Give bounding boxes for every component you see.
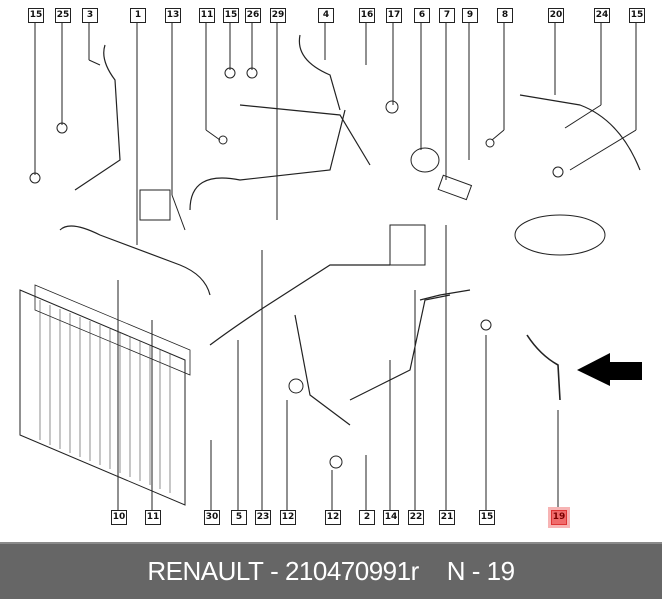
hose-3 [74,44,121,191]
callout-15[interactable]: 15 [28,8,44,23]
leader-lines [34,20,637,510]
callout-5[interactable]: 5 [231,510,247,525]
callout-29[interactable]: 29 [270,8,286,23]
callout-21[interactable]: 21 [439,510,455,525]
callout-17[interactable]: 17 [386,8,402,23]
callout-22[interactable]: 22 [408,510,424,525]
clamp-12 [288,378,304,394]
callout-15[interactable]: 15 [479,510,495,525]
callout-4[interactable]: 4 [318,8,334,23]
callout-13[interactable]: 13 [165,8,181,23]
callout-2[interactable]: 2 [359,510,375,525]
callout-10[interactable]: 10 [111,510,127,525]
bolt-8 [485,138,495,148]
callout-11[interactable]: 11 [199,8,215,23]
separator: - [263,556,285,586]
hoses [59,34,641,426]
callout-9[interactable]: 9 [462,8,478,23]
callout-12[interactable]: 12 [325,510,341,525]
callout-15[interactable]: 15 [629,8,645,23]
clamp-15a [29,172,41,184]
clamp-12b [329,455,343,469]
callout-8[interactable]: 8 [497,8,513,23]
hose-5 [209,264,390,346]
expansion-tank [514,214,606,256]
position-label: N - 19 [446,556,515,586]
left-arrow-icon [577,353,642,386]
callout-23[interactable]: 23 [255,510,271,525]
clamp-15d [480,319,492,331]
hose-11 [239,104,371,166]
callout-12[interactable]: 12 [280,510,296,525]
water-pump [410,147,440,173]
callout-26[interactable]: 26 [245,8,261,23]
hose-19-highlighted [526,334,561,401]
callout-14[interactable]: 14 [383,510,399,525]
part-caption-bar: RENAULT - 210470991r N - 19 [0,542,662,599]
brand-name: RENAULT [147,556,264,586]
callout-6[interactable]: 6 [414,8,430,23]
hose-13 [189,109,346,211]
callout-3[interactable]: 3 [82,8,98,23]
callout-30[interactable]: 30 [204,510,220,525]
callout-15[interactable]: 15 [223,8,239,23]
hose-2 [349,294,451,401]
clamp-11 [218,135,228,145]
hose-1 [59,225,211,296]
callout-24[interactable]: 24 [594,8,610,23]
hose-20 [519,94,641,171]
hose-21 [419,289,471,301]
callout-16[interactable]: 16 [359,8,375,23]
clamp-25 [56,122,68,134]
clamp-17 [385,100,399,114]
bracket-7 [437,174,473,201]
clamp-26 [246,67,258,79]
exploded-parts-diagram [19,20,642,510]
callout-20[interactable]: 20 [548,8,564,23]
valve-block-13 [139,189,171,221]
callout-11[interactable]: 11 [145,510,161,525]
hose-4 [298,34,341,111]
radiator-illustration [19,284,191,506]
callout-19-highlighted[interactable]: 19 [551,510,567,525]
callout-1[interactable]: 1 [130,8,146,23]
clamp-15c [552,166,564,178]
part-number: 210470991r [284,556,419,586]
bracket-22 [389,224,426,266]
callout-25[interactable]: 25 [55,8,71,23]
clamp-15b [224,67,236,79]
hose-23 [294,314,351,426]
callout-7[interactable]: 7 [439,8,455,23]
components [29,67,606,469]
